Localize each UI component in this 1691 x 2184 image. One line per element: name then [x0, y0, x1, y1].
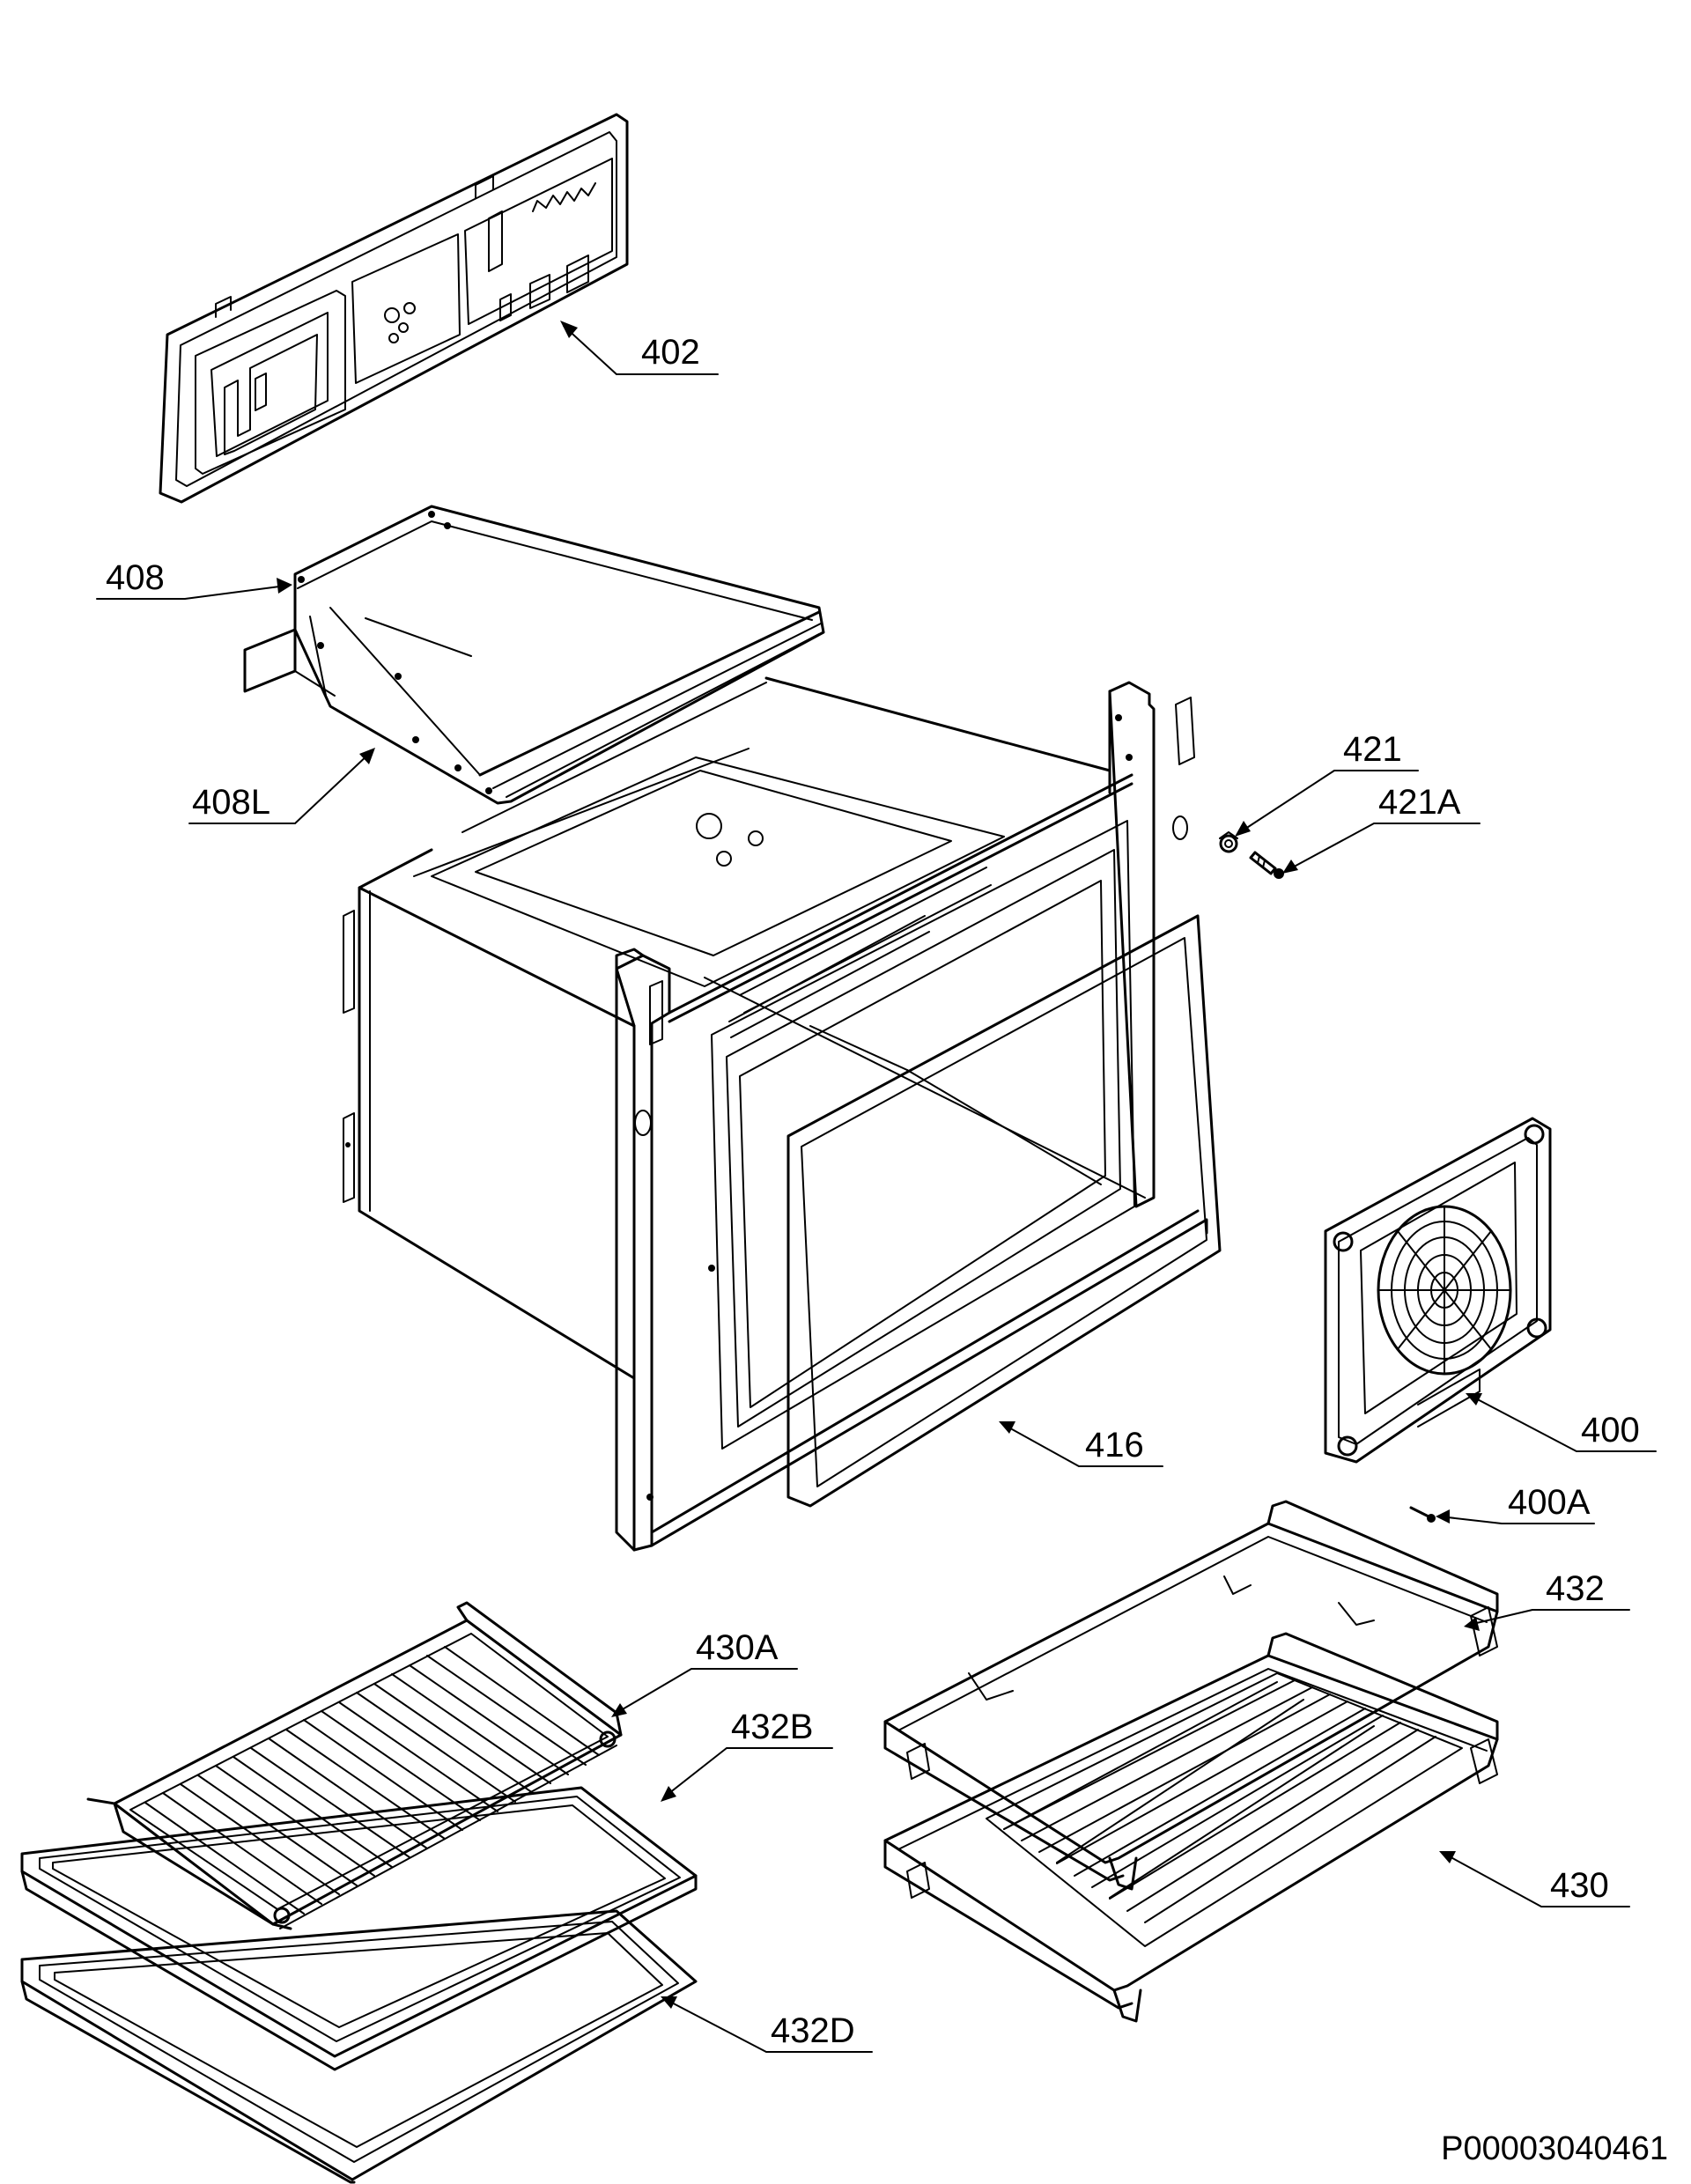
door-seal-416 [786, 914, 1222, 1508]
screw-421 [1219, 831, 1238, 853]
callout-430A: 430A [696, 1628, 779, 1667]
callout-408L: 408L [192, 783, 270, 822]
callout-432B: 432B [731, 1708, 814, 1746]
callout-430: 430 [1550, 1866, 1609, 1905]
callout-421: 421 [1343, 730, 1402, 769]
wire-shelf-430A [86, 1601, 623, 1930]
telescopic-runner-430 [883, 1632, 1499, 2023]
callout-432D: 432D [771, 2011, 855, 2050]
callout-402: 402 [641, 333, 700, 372]
back-panel-402 [159, 113, 629, 504]
leader-lines [96, 321, 1657, 2053]
deep-tray-432D [20, 1909, 698, 2184]
fan-cover-400 [1324, 1117, 1552, 1464]
callout-421A: 421A [1378, 783, 1461, 822]
cooling-duct-408 [243, 505, 825, 805]
diagram-code: P00003040461 [1441, 2130, 1668, 2167]
telescopic-runner-432 [883, 1500, 1499, 1891]
callout-432: 432 [1546, 1569, 1605, 1608]
screw-421A [1249, 851, 1284, 879]
baking-tray-432B [20, 1786, 698, 2071]
callout-400A: 400A [1508, 1483, 1591, 1522]
callout-408: 408 [106, 558, 165, 597]
callout-416: 416 [1085, 1426, 1144, 1465]
fan-screw-400A [1409, 1506, 1436, 1523]
callout-400: 400 [1581, 1411, 1640, 1450]
